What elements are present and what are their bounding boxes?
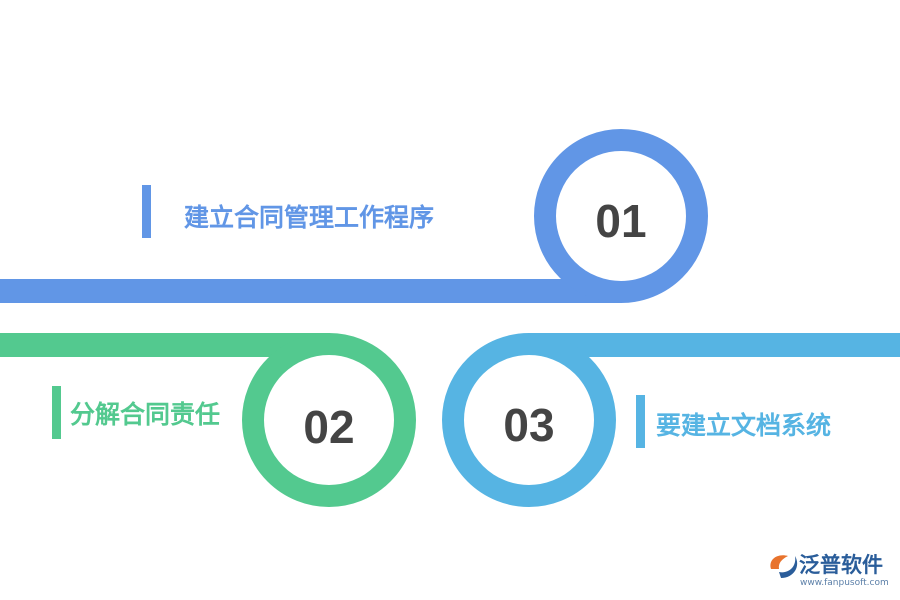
fanpu-logo-icon bbox=[770, 555, 798, 578]
step-03-ring bbox=[442, 333, 616, 507]
brand-logo: 泛普软件 www.fanpusoft.com bbox=[770, 553, 889, 588]
step-03-accent-bar bbox=[636, 395, 645, 448]
step-01-ring bbox=[534, 129, 708, 303]
step-01-label: 建立合同管理工作程序 bbox=[184, 203, 434, 232]
step-01-accent-bar bbox=[142, 185, 151, 238]
step-03-band bbox=[528, 333, 900, 357]
step-03-number: 03 bbox=[503, 399, 554, 451]
step-02-accent-bar bbox=[52, 386, 61, 439]
step-03: 03 要建立文档系统 bbox=[442, 333, 900, 507]
step-01-band bbox=[0, 279, 622, 303]
step-02-number: 02 bbox=[303, 401, 354, 453]
step-03-label: 要建立文档系统 bbox=[656, 411, 831, 440]
step-01: 01 建立合同管理工作程序 bbox=[0, 129, 708, 303]
step-02-label: 分解合同责任 bbox=[70, 400, 220, 429]
brand-name: 泛普软件 bbox=[799, 553, 883, 577]
step-02: 02 分解合同责任 bbox=[0, 333, 416, 507]
step-01-number: 01 bbox=[595, 195, 646, 247]
step-02-ring bbox=[242, 333, 416, 507]
brand-url: www.fanpusoft.com bbox=[800, 578, 889, 588]
